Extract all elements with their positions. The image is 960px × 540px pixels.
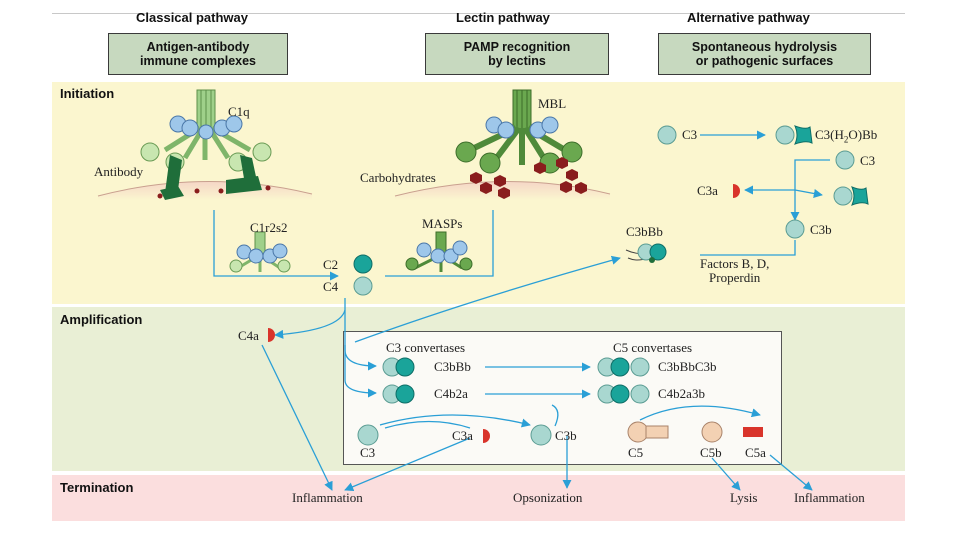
carbohydrate-chains (470, 157, 587, 199)
c3a-fragment-alt (733, 184, 740, 198)
lysis-label: Lysis (730, 490, 758, 505)
amp-c3a-label: C3a (452, 428, 473, 443)
antibody-label: Antibody (94, 164, 144, 179)
c3bbb-molecule (382, 357, 415, 377)
alt-c3-second-molecule (835, 150, 855, 170)
arrow-alt-to-amplification (354, 255, 621, 343)
lectin-pathway-title: Lectin pathway (456, 10, 550, 25)
c4b2a3b-molecule (597, 384, 650, 404)
arrow-c4-to-c4b2a (344, 345, 377, 398)
arrow-c5b-to-lysis (711, 457, 741, 491)
c4b2a-label: C4b2a (434, 386, 468, 401)
alternative-pathway-title: Alternative pathway (687, 10, 810, 25)
c4-label: C4 (323, 279, 339, 294)
alt-c3-molecule (657, 125, 677, 145)
c2-molecule (353, 254, 373, 274)
termination-band (52, 475, 905, 521)
c4b2a3b-label: C4b2a3b (658, 386, 705, 401)
inflammation-right-label: Inflammation (794, 490, 865, 505)
arrow-c3-to-c3b-amp (379, 414, 531, 428)
c2-label: C2 (323, 257, 339, 272)
c4a-label: C4a (238, 328, 259, 343)
arrow-c4a-to-inflammation (261, 344, 333, 491)
amp-c3-molecule (357, 424, 379, 446)
c3-convertases-title: C3 convertases (386, 340, 466, 355)
alternative-trigger-box: Spontaneous hydrolysis or pathogenic sur… (658, 33, 871, 75)
classical-membrane (97, 180, 313, 200)
termination-label: Termination (60, 480, 134, 495)
antibody-shapes (157, 155, 271, 200)
arrow-to-c3bbb-right (794, 189, 823, 198)
carbohydrates-label: Carbohydrates (360, 170, 436, 185)
c5a-label: C5a (745, 445, 766, 460)
convertases-box (343, 331, 782, 465)
arrow-c4-to-c4a (274, 298, 346, 339)
c1r2s2-label: C1r2s2 (250, 220, 288, 235)
opsonization-label: Opsonization (513, 490, 583, 505)
alt-c3-second-label: C3 (860, 153, 876, 168)
amp-c3b-label: C3b (555, 428, 577, 443)
top-rule (52, 13, 905, 14)
arrow-c5-cleavage (639, 405, 761, 421)
c4b2a-molecule (382, 384, 415, 404)
c5-label: C5 (628, 445, 644, 460)
c5b-molecule (701, 421, 723, 443)
amp-c3a-fragment (483, 429, 490, 443)
arrow-c3b-to-c3bbb (700, 240, 796, 256)
c4-molecule (353, 276, 373, 296)
c4a-fragment (268, 328, 275, 342)
c3bbbc3b-label: C3bBbC3b (658, 359, 717, 374)
classical-trigger-box: Antigen-antibody immune complexes (108, 33, 288, 75)
alt-c3-label: C3 (682, 127, 698, 142)
alt-c3b-molecule (785, 219, 805, 239)
c3bbb-membrane-molecule (625, 243, 667, 263)
c3a-label: C3a (697, 183, 718, 198)
arrow-c3h2o-down (790, 159, 830, 221)
c5a-fragment (743, 427, 763, 437)
masps-label: MASPs (422, 216, 463, 231)
amplification-label: Amplification (60, 312, 143, 327)
inflammation-left-label: Inflammation (292, 490, 363, 505)
arrow-c3b-up (551, 404, 559, 427)
c3h2o-bb-molecule (775, 125, 813, 145)
c1q-label: C1q (228, 104, 250, 119)
alt-c3bbb-right-molecule (833, 186, 869, 206)
c3bbbc3b-molecule (597, 357, 650, 377)
classical-pathway-title: Classical pathway (136, 10, 248, 25)
arrow-lectin-to-c4 (385, 210, 494, 277)
c3h2obb-label: C3(H2O)Bb (815, 127, 878, 145)
c5-convertases-title: C5 convertases (613, 340, 693, 355)
amp-c3b-molecule (530, 424, 552, 446)
amp-c3-label: C3 (360, 445, 376, 460)
arrow-c4-to-c3bbb (344, 310, 377, 371)
initiation-label: Initiation (60, 86, 115, 101)
factors-label: Factors B, D, Properdin (700, 256, 770, 285)
arrow-classical-to-c4 (213, 210, 339, 281)
arrow-c3-to-c3a-amp (384, 420, 471, 429)
arrow-c3a-to-inflammation (344, 437, 471, 492)
c3bbb-alt-label: C3bBb (626, 224, 663, 239)
arrow-c5a-to-inflammation (769, 454, 813, 491)
c5b-label: C5b (700, 445, 722, 460)
lectin-trigger-box: PAMP recognition by lectins (425, 33, 609, 75)
c3bbb-label: C3bBb (434, 359, 471, 374)
c1r2s2-complex (229, 231, 291, 273)
mbl-label: MBL (538, 96, 567, 111)
c3b-label: C3b (810, 222, 832, 237)
c5-molecule (627, 421, 669, 443)
masps-complex (405, 231, 473, 272)
